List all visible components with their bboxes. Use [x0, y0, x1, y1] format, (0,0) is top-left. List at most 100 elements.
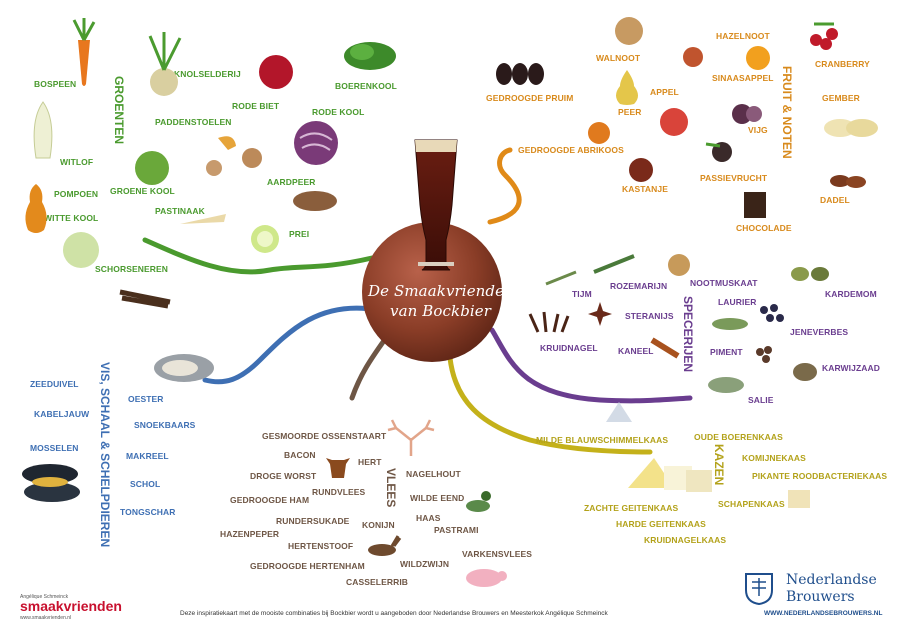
jerusalem-artichoke-icon	[293, 191, 337, 211]
sage-icon	[708, 377, 744, 393]
label-aardpeer: AARDPEER	[267, 177, 316, 187]
beer-glass-icon	[414, 139, 458, 271]
label-sinaasappel: SINAASAPPEL	[712, 73, 774, 83]
leek-icon	[251, 225, 279, 253]
nb-url[interactable]: WWW.NEDERLANDSEBROUWERS.NL	[764, 610, 883, 617]
category-vlees: VLEES	[384, 468, 398, 508]
green-cabbage-icon	[135, 151, 169, 185]
label-pompoen: POMPOEN	[54, 189, 99, 199]
label-karwijzaad: KARWIJZAAD	[822, 363, 880, 373]
label-passievrucht: PASSIEVRUCHT	[700, 173, 768, 183]
label-gedroogde-hertenham: GEDROOGDE HERTENHAM	[250, 561, 365, 571]
label-pikante-roodbacteriekaas: PIKANTE ROODBACTERIEKAAS	[752, 471, 888, 481]
pig-icon	[466, 569, 507, 587]
pumpkin-icon	[25, 184, 47, 233]
salsify-icon	[119, 289, 171, 309]
mushroom-icon	[206, 136, 262, 176]
nb-logo-line1: Nederlandse	[786, 572, 877, 588]
label-konijn: KONIJN	[362, 520, 395, 530]
label-peer: PEER	[618, 107, 642, 117]
oyster-icon	[154, 354, 214, 382]
carrot-icon	[72, 18, 96, 86]
label-piment: PIMENT	[710, 347, 743, 357]
label-boerenkool: BOERENKOOL	[335, 81, 397, 91]
nutmeg-icon	[668, 254, 690, 276]
endive-icon	[33, 101, 53, 159]
category-specerijen: SPECERIJEN	[681, 296, 695, 373]
cardamom-icon	[791, 267, 829, 281]
label-rode-biet: RODE BIET	[232, 101, 280, 111]
label-chocolade: CHOCOLADE	[736, 223, 792, 233]
cow-icon	[326, 458, 350, 478]
label-laurier: LAURIER	[718, 297, 757, 307]
kale-icon	[344, 42, 396, 70]
branch-specerijen	[489, 327, 693, 404]
label-komijnekaas: KOMIJNEKAAS	[742, 453, 806, 463]
bay-leaf-icon	[712, 318, 748, 330]
label-nootmuskaat: NOOTMUSKAAT	[690, 278, 758, 288]
label-witlof: WITLOF	[60, 157, 94, 167]
brand-url[interactable]: www.smaakvrienden.nl	[20, 615, 72, 621]
beet-icon	[259, 55, 293, 89]
orange-icon	[746, 46, 770, 70]
center-title-line2: van Bockbier	[390, 302, 492, 320]
brand-author: Angélique Schmeinck	[20, 594, 69, 600]
label-zeeduivel: ZEEDUIVEL	[30, 379, 79, 389]
label-wildzwijn: WILDZWIJN	[400, 559, 450, 569]
label-harde-geitenkaas: HARDE GEITENKAAS	[616, 519, 706, 529]
rosemary-icon	[593, 254, 635, 274]
label-gedroogde-pruim: GEDROOGDE PRUIM	[486, 93, 574, 103]
celeriac-icon	[148, 32, 182, 96]
label-kruidnagelkaas: KRUIDNAGELKAAS	[644, 535, 727, 545]
nederlandse-brouwers-crest-icon	[745, 573, 773, 606]
center-title-line1: De Smaakvrienden	[368, 282, 514, 300]
label-gember: GEMBER	[822, 93, 860, 103]
pear-icon	[616, 70, 638, 105]
label-bacon: BACON	[284, 450, 316, 460]
brand-name[interactable]: smaakvrienden	[20, 598, 122, 614]
label-prei: PREI	[289, 229, 310, 239]
thyme-icon	[545, 270, 577, 286]
label-nagelhout: NAGELHOUT	[406, 469, 461, 479]
label-gesmoorde-ossenstaart: GESMOORDE OSSENSTAART	[262, 431, 387, 441]
star-anise-icon	[588, 302, 612, 326]
label-schol: SCHOL	[130, 479, 161, 489]
cheese-board-icon	[628, 458, 712, 492]
label-rozemarijn: ROZEMARIJN	[610, 281, 668, 291]
chocolate-icon	[744, 192, 766, 218]
label-gedroogde-abrikoos: GEDROOGDE ABRIKOOS	[518, 145, 624, 155]
label-walnoot: WALNOOT	[596, 53, 641, 63]
label-kaneel: KANEEL	[618, 346, 654, 356]
chestnut-icon	[629, 158, 653, 182]
label-dadel: DADEL	[820, 195, 850, 205]
parsnip-icon	[180, 214, 226, 224]
duck-icon	[466, 491, 491, 512]
footer-note: Deze inspiratiekaart met de mooiste comb…	[180, 610, 608, 617]
apricot-icon	[588, 122, 610, 144]
label-bospeen: BOSPEEN	[34, 79, 77, 89]
label-schapenkaas: SCHAPENKAAS	[718, 499, 785, 509]
hazelnut-icon	[683, 47, 703, 67]
label-hazenpeper: HAZENPEPER	[220, 529, 280, 539]
prune-icon	[496, 63, 544, 85]
label-witte-kool: WITTE KOOL	[44, 213, 99, 223]
label-oude-boerenkaas: OUDE BOERENKAAS	[694, 432, 783, 442]
branch-vis	[202, 305, 381, 385]
category-fruit: FRUIT & NOTEN	[780, 66, 794, 159]
label-milde-blauwschimmelkaas: MILDE BLAUWSCHIMMELKAAS	[536, 435, 669, 445]
label-salie: SALIE	[748, 395, 774, 405]
label-hert: HERT	[358, 457, 382, 467]
label-oester: OESTER	[128, 394, 164, 404]
label-pastrami: PASTRAMI	[434, 525, 479, 535]
label-rundvlees: RUNDVLEES	[312, 487, 366, 497]
label-varkensvlees: VARKENSVLEES	[462, 549, 533, 559]
ginger-icon	[824, 119, 878, 137]
label-mosselen: MOSSELEN	[30, 443, 79, 453]
date-icon	[830, 175, 866, 188]
label-appel: APPEL	[650, 87, 679, 97]
walnut-icon	[615, 17, 643, 45]
branch-groenten	[142, 237, 375, 275]
label-haas: HAAS	[416, 513, 441, 523]
label-hazelnoot: HAZELNOOT	[716, 31, 770, 41]
label-groene-kool: GROENE KOOL	[110, 186, 175, 196]
